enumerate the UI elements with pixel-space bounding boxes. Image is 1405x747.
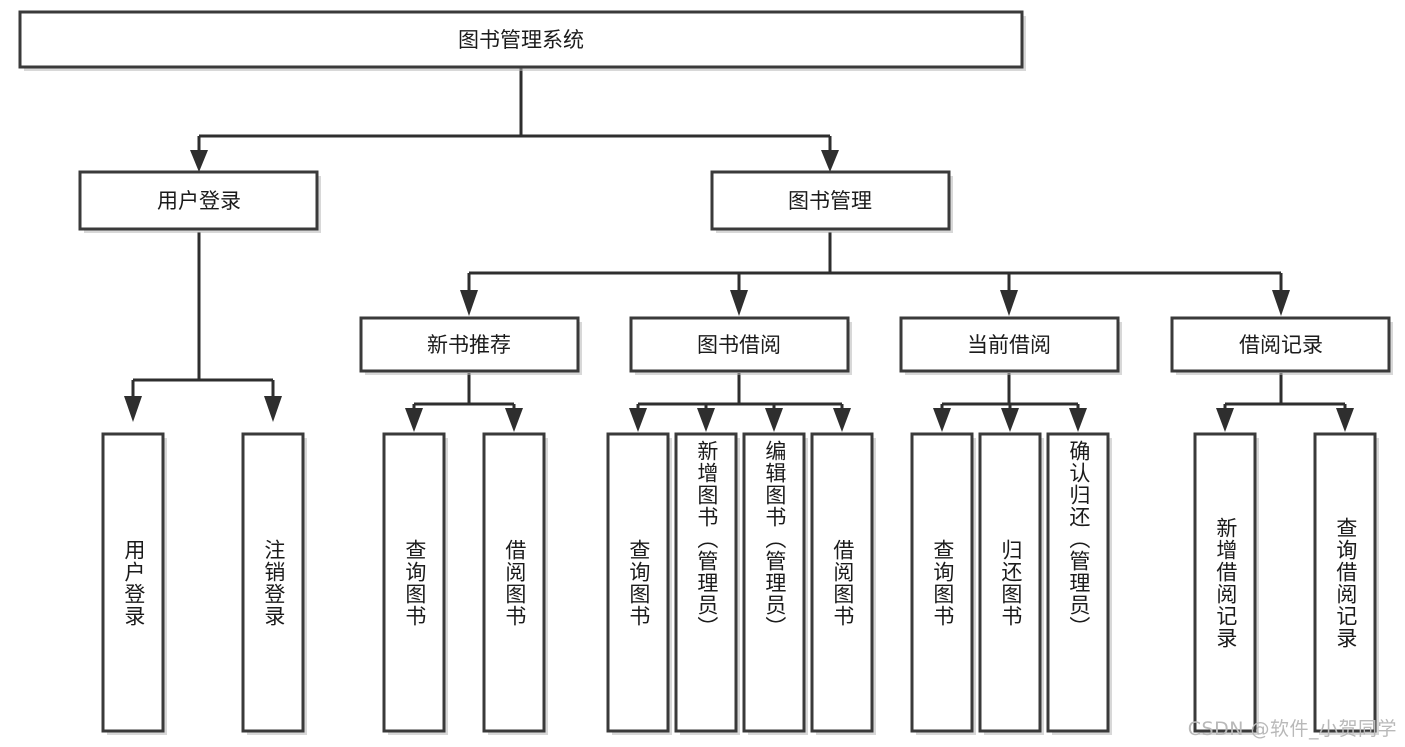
node-leaf-borrow-book-2-box[interactable] (810, 432, 874, 733)
arrow-to-leaf-edit-book (765, 408, 783, 432)
arrow-to-leaf-add-book (697, 408, 715, 432)
node-book-borrow-box[interactable] (629, 316, 850, 373)
arrow-to-new-book-recommend (460, 290, 478, 316)
node-root-label: 图书管理系统 (458, 28, 584, 52)
arrow-to-borrow-record (1272, 290, 1290, 316)
node-user-login-box[interactable] (78, 170, 319, 231)
node-new-book-recommend-box[interactable] (359, 316, 580, 373)
node-leaf-return-book-box[interactable] (978, 432, 1042, 733)
node-borrow-record-label: 借阅记录 (1239, 333, 1323, 357)
node-leaf-add-record-box[interactable] (1193, 432, 1257, 733)
arrow-to-user-login (190, 150, 208, 172)
node-new-book-recommend-label: 新书推荐 (427, 333, 511, 357)
node-current-borrow-label: 当前借阅 (967, 333, 1051, 357)
node-borrow-record-box[interactable] (1170, 316, 1391, 373)
node-leaf-query-book-3-box[interactable] (910, 432, 974, 733)
arrow-to-leaf-query-book-1 (405, 408, 423, 432)
box-layer: 图书管理系统 用户登录 图书管理 新书推荐 图书借阅 当前借阅 借阅记录 (18, 10, 1393, 735)
arrow-to-leaf-confirm-return (1069, 408, 1087, 432)
arrow-to-leaf-logout (264, 396, 282, 422)
arrow-to-leaf-add-record (1216, 408, 1234, 432)
node-leaf-query-book-1-box[interactable] (382, 432, 446, 733)
node-root-box[interactable] (18, 10, 1024, 69)
arrow-to-leaf-borrow-book-1 (505, 408, 523, 432)
node-leaf-query-book-2-box[interactable] (606, 432, 670, 733)
arrow-to-leaf-query-record (1336, 408, 1354, 432)
arrow-to-leaf-query-book-2 (629, 408, 647, 432)
connector-layer (124, 67, 1354, 432)
node-book-borrow-label: 图书借阅 (697, 333, 781, 357)
arrow-to-leaf-query-book-3 (933, 408, 951, 432)
arrow-to-book-borrow (730, 290, 748, 316)
node-leaf-user-login-box[interactable] (101, 432, 165, 733)
node-leaf-add-book-box[interactable] (674, 432, 738, 733)
arrow-to-current-borrow (1000, 290, 1018, 316)
node-leaf-borrow-book-1-box[interactable] (482, 432, 546, 733)
arrow-to-book-management (821, 150, 839, 172)
node-book-management-label: 图书管理 (788, 189, 872, 213)
node-user-login-label: 用户登录 (157, 189, 241, 213)
node-current-borrow-box[interactable] (899, 316, 1120, 373)
node-book-management-box[interactable] (710, 170, 951, 231)
node-leaf-edit-book-box[interactable] (742, 432, 806, 733)
node-leaf-logout-box[interactable] (241, 432, 305, 733)
arrow-to-leaf-user-login (124, 396, 142, 422)
arrow-to-leaf-return-book (1001, 408, 1019, 432)
node-leaf-confirm-return-box[interactable] (1046, 432, 1110, 733)
node-leaf-query-record-box[interactable] (1313, 432, 1377, 733)
arrow-to-leaf-borrow-book-2 (833, 408, 851, 432)
